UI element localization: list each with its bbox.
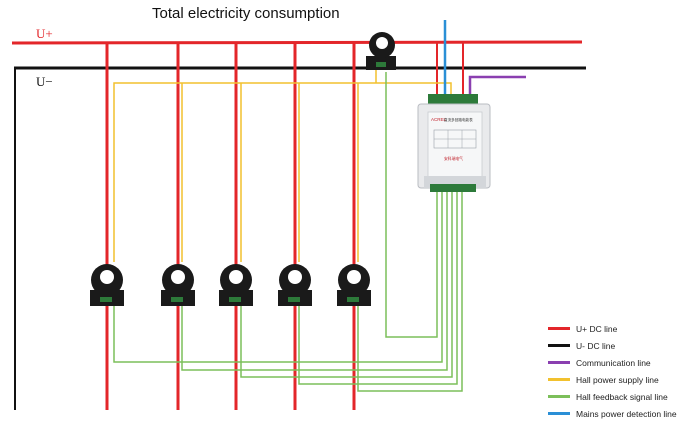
legend-item-hall-power: Hall power supply line (548, 371, 677, 388)
module-terminals-top (428, 94, 478, 106)
hall-power-lines (113, 70, 452, 262)
hall-feedback-lines (113, 72, 463, 392)
sensor-2-pcb (171, 297, 183, 302)
hall-sensor-1 (90, 264, 124, 306)
sensor-top-hole (376, 37, 388, 49)
sensor-1-pcb (100, 297, 112, 302)
legend-label-mains-detection: Mains power detection line (576, 408, 677, 419)
u-minus-label: U− (36, 74, 53, 89)
feedback-line-top (385, 72, 438, 338)
legend-label-u-plus: U+ DC line (576, 323, 618, 334)
legend-label-communication: Communication line (576, 357, 651, 368)
feedback-line-3 (240, 190, 453, 378)
legend-item-hall-feedback: Hall feedback signal line (548, 388, 677, 405)
sensor-1-hole (100, 270, 114, 284)
u-plus-bus (11, 40, 583, 45)
legend-swatch-u-plus (548, 327, 570, 330)
legend-swatch-hall-power (548, 378, 570, 381)
sensor-3-hole (229, 270, 243, 284)
sensor-2-hole (171, 270, 185, 284)
legend-item-u-minus: U- DC line (548, 337, 677, 354)
legend-swatch-mains-detection (548, 412, 570, 415)
sensor-top-pcb (376, 62, 386, 67)
legend-item-u-plus: U+ DC line (548, 320, 677, 337)
legend-swatch-u-minus (548, 344, 570, 347)
sensor-5-pcb (347, 297, 359, 302)
sensor-3-pcb (229, 297, 241, 302)
feedback-line-2 (181, 190, 448, 371)
hall-sensor-4 (278, 264, 312, 306)
sensor-4-pcb (288, 297, 300, 302)
feedback-line-1 (113, 190, 443, 363)
u-plus-label: U+ (36, 26, 53, 41)
bus-lines (11, 40, 586, 410)
legend-label-hall-power: Hall power supply line (576, 374, 659, 385)
hall-sensor-2 (161, 264, 195, 306)
hall-power-trunk (113, 82, 452, 262)
diagram-title: Total electricity consumption (152, 5, 340, 22)
hall-sensor-top (366, 32, 396, 70)
communication-line (468, 75, 526, 97)
legend-label-u-minus: U- DC line (576, 340, 616, 351)
legend-label-hall-feedback: Hall feedback signal line (576, 391, 668, 402)
module-brand: ACREL (431, 117, 447, 122)
legend-item-mains-detection: Mains power detection line (548, 405, 677, 422)
sensor-4-hole (288, 270, 302, 284)
module-maker: 安科瑞电气 (444, 156, 463, 161)
feedback-line-5 (357, 190, 463, 392)
module-model: 直流多回路电能表 (444, 117, 473, 122)
legend-item-communication: Communication line (548, 354, 677, 371)
legend-swatch-communication (548, 361, 570, 364)
feedback-line-4 (298, 190, 458, 385)
hall-sensor-5 (337, 264, 371, 306)
meter-module: ACREL 直流多回路电能表 安科瑞电气 (417, 94, 491, 192)
module-terminals-bottom (430, 184, 476, 192)
legend-swatch-hall-feedback (548, 395, 570, 398)
branch-lines (105, 43, 464, 410)
legend: U+ DC line U- DC line Communication line… (548, 320, 677, 422)
sensor-5-hole (347, 270, 361, 284)
hall-sensors (90, 32, 396, 306)
hall-sensor-3 (219, 264, 253, 306)
